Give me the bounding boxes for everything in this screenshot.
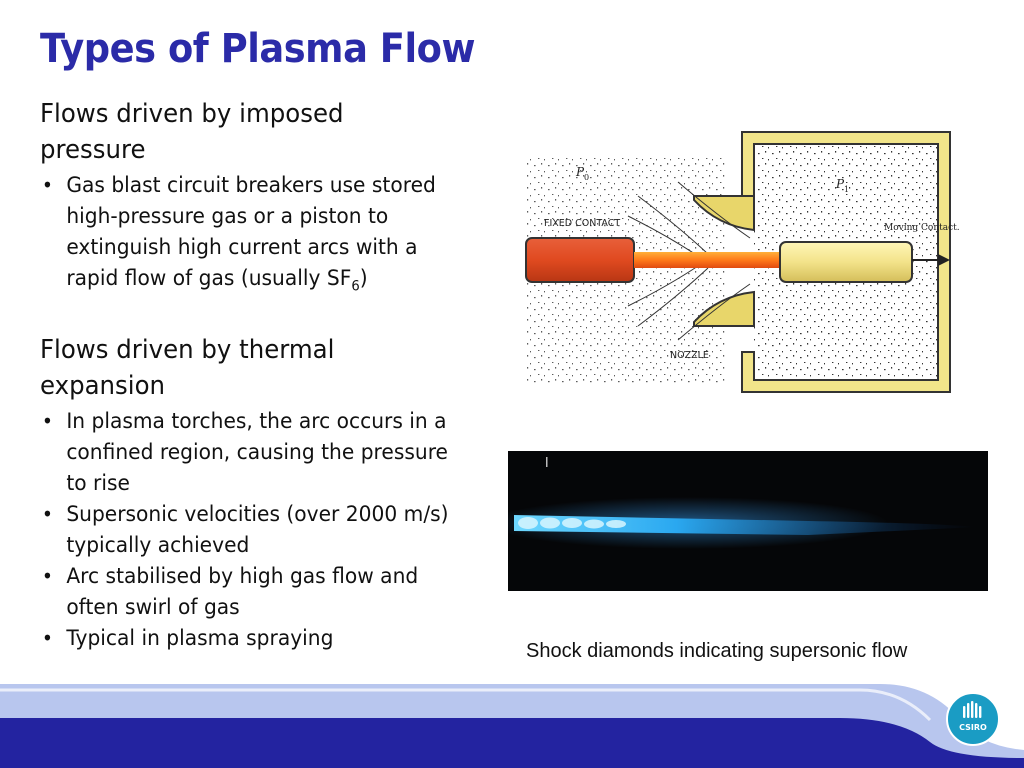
bullet-arc-stabilised: Arc stabilised by high gas flow and ofte… [40,561,471,623]
slide-title: Types of Plasma Flow [40,26,475,72]
bullet-supersonic: Supersonic velocities (over 2000 m/s) ty… [40,499,471,561]
bullet-text-end: ) [359,266,368,291]
image-caption: Shock diamonds indicating supersonic flo… [526,640,908,662]
label-p1: P [835,177,845,191]
section-heading-thermal: Flows driven by thermal expansion [40,335,335,402]
bullet-plasma-torches: In plasma torches, the arc occurs in a c… [40,406,471,499]
footer-band [0,684,1024,768]
circuit-breaker-diagram: P 0 P 1 FIXED CONTACT Moving Contact. NO… [518,126,974,398]
csiro-logo: CSIRO [946,692,1000,746]
bullet-text: Gas blast circuit breakers use stored hi… [66,173,436,291]
bullet-list-thermal: In plasma torches, the arc occurs in a c… [40,406,480,654]
bullet-circuit-breakers: Gas blast circuit breakers use stored hi… [40,170,471,302]
label-moving-contact: Moving Contact. [884,223,960,233]
label-p1-sub: 1 [844,185,849,194]
bullet-plasma-spraying: Typical in plasma spraying [40,623,471,654]
label-nozzle: NOZZLE [670,350,709,361]
subscript-6: 6 [351,278,360,295]
label-p0-sub: 0 [584,173,589,182]
bullet-list-pressure: Gas blast circuit breakers use stored hi… [40,170,480,302]
label-fixed-contact: FIXED CONTACT [544,218,620,229]
plasma-jet-image [508,451,988,591]
logo-text: CSIRO [959,723,987,732]
section-heading-pressure: Flows driven by imposed pressure [40,99,344,165]
label-p0: P [575,165,585,179]
slide-body: Flows driven by imposed pressure Gas bla… [40,96,480,654]
